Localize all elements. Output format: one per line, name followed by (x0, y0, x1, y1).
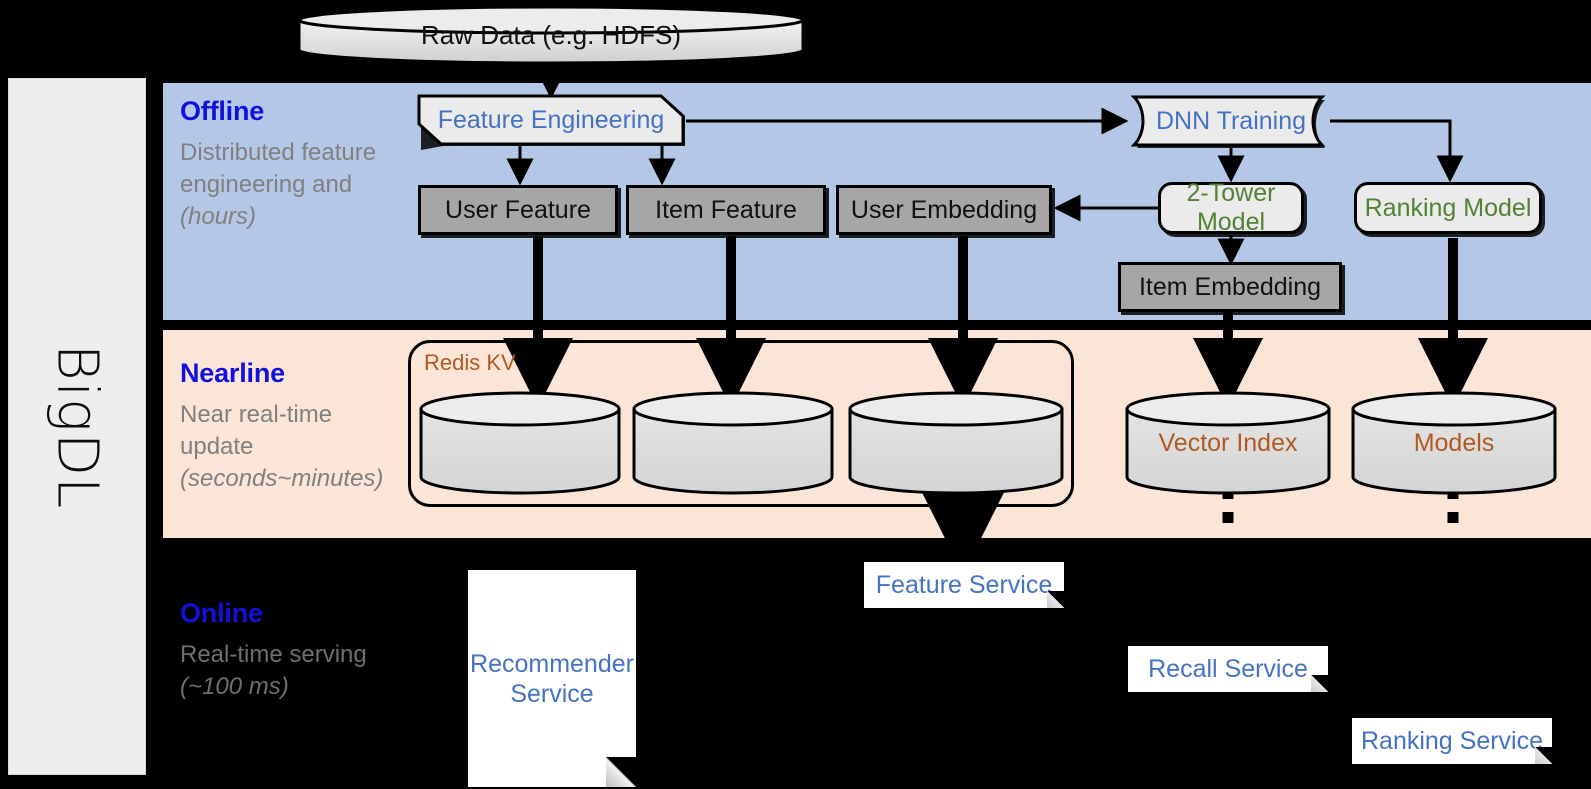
dnn-training-node[interactable]: DNN Training (1131, 94, 1331, 148)
raw-data-cylinder: Raw Data (e.g. HDFS) (296, 4, 806, 66)
feature-engineering-node[interactable]: Feature Engineering (417, 94, 685, 150)
nearline-band-subtitle: Near real-time update (seconds~minutes) (180, 399, 405, 495)
user-embedding-node[interactable]: User Embedding (836, 185, 1052, 235)
online-band-title: Online (180, 598, 263, 628)
ranking-service-label: Ranking Service (1360, 727, 1544, 755)
recall-service-label: Recall Service (1148, 655, 1308, 683)
ranking-model-node[interactable]: Ranking Model (1354, 182, 1542, 234)
recall-service-note[interactable]: Recall Service (1128, 646, 1328, 692)
redis-store-user-feature[interactable] (418, 391, 622, 495)
offline-band-title: Offline (180, 96, 265, 126)
redis-store-item-feature[interactable] (631, 391, 835, 495)
offline-band-subtitle-emphasis: (hours) (180, 202, 257, 230)
feature-service-note[interactable]: Feature Service (864, 562, 1064, 608)
dnn-training-label: DNN Training (1155, 106, 1307, 135)
ranking-service-note[interactable]: Ranking Service (1352, 718, 1552, 764)
user-embedding-label: User Embedding (850, 195, 1038, 224)
item-embedding-label: Item Embedding (1138, 272, 1322, 301)
nearline-band-subtitle-text: Near real-time update (180, 401, 333, 460)
two-tower-model-node[interactable]: 2-Tower Model (1158, 179, 1304, 236)
user-feature-label: User Feature (445, 195, 591, 224)
redis-kv-label: Redis KV (424, 350, 516, 375)
item-feature-node[interactable]: Item Feature (626, 185, 826, 235)
two-tower-model-label: 2-Tower Model (1186, 179, 1276, 236)
feature-service-label: Feature Service (875, 571, 1053, 599)
feature-engineering-label: Feature Engineering (437, 105, 665, 134)
online-band-subtitle-emphasis: (~100 ms) (180, 672, 289, 700)
online-band-caption: Online Real-time serving (~100 ms) (180, 598, 410, 703)
online-band-subtitle: Real-time serving (~100 ms) (180, 639, 405, 703)
bigdl-label: BigDL (44, 343, 110, 510)
recommender-service-note[interactable]: Recommender Service (468, 570, 636, 787)
recommender-service-label: Recommender Service (470, 649, 634, 708)
nearline-band-caption: Nearline Near real-time update (seconds~… (180, 358, 415, 495)
offline-band-caption: Offline Distributed feature engineering … (180, 96, 410, 233)
ranking-model-label: Ranking Model (1364, 193, 1532, 222)
bigdl-rail: BigDL (8, 78, 146, 775)
item-feature-label: Item Feature (655, 195, 797, 224)
models-cylinder[interactable]: Models (1350, 391, 1558, 495)
offline-band-subtitle: Distributed feature engineering and (hou… (180, 137, 405, 233)
offline-band-subtitle-text: Distributed feature engineering and (180, 139, 377, 198)
item-embedding-node[interactable]: Item Embedding (1118, 262, 1342, 312)
user-feature-node[interactable]: User Feature (418, 185, 618, 235)
redis-store-user-embedding[interactable] (847, 391, 1065, 495)
vector-index-cylinder[interactable]: Vector Index (1124, 391, 1332, 495)
online-band-subtitle-text: Real-time serving (180, 641, 367, 668)
nearline-band-title: Nearline (180, 358, 285, 388)
nearline-band-subtitle-emphasis: (seconds~minutes) (180, 464, 384, 492)
